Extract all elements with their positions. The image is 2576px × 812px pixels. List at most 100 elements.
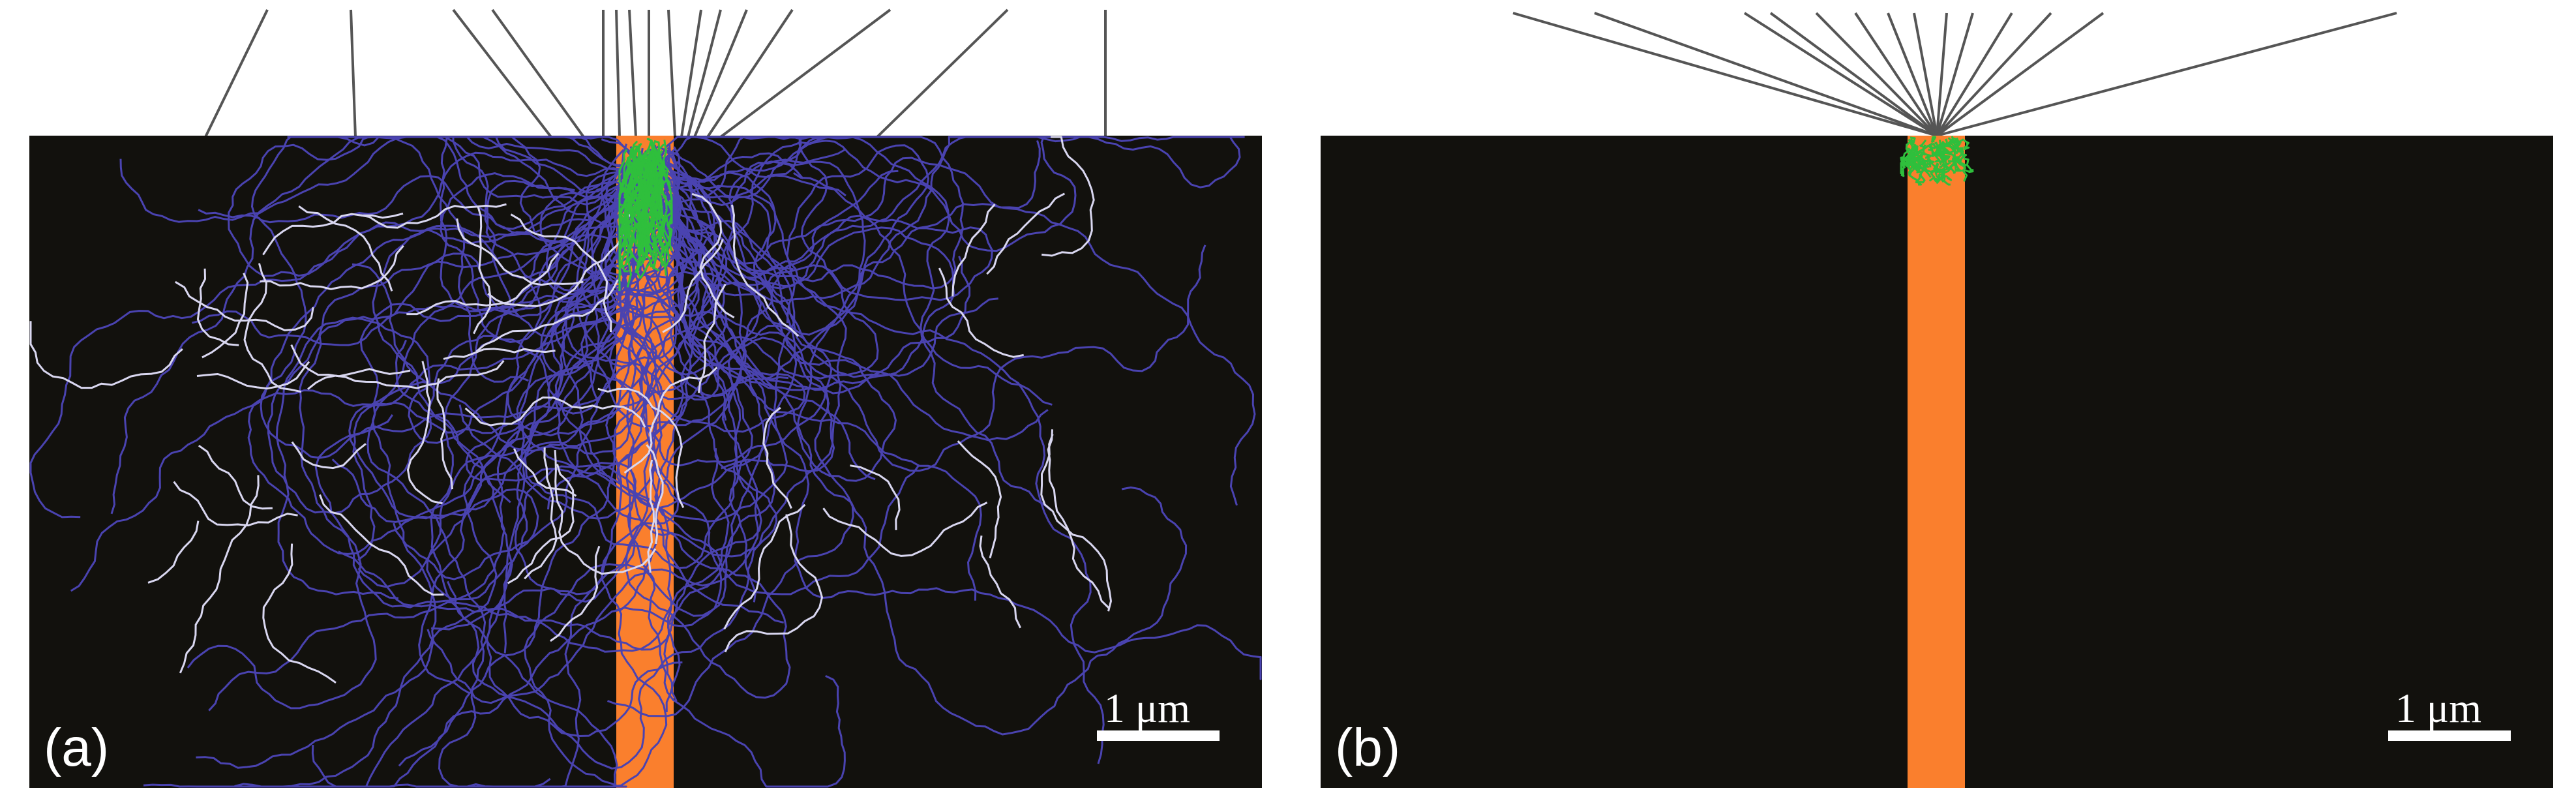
secondary-track — [957, 440, 1002, 559]
core-track — [1959, 153, 1968, 182]
core-track — [1947, 142, 1964, 159]
core-track — [632, 149, 650, 246]
secondary-track — [359, 203, 507, 229]
primary-track — [430, 160, 634, 788]
incident-beam — [491, 8, 585, 137]
secondary-track — [986, 192, 1066, 275]
primary-track — [665, 144, 929, 336]
core-track — [660, 160, 673, 252]
scalebar-b — [2388, 730, 2511, 741]
primary-track — [447, 154, 847, 770]
incident-beam — [1887, 12, 1938, 136]
primary-track — [650, 172, 993, 301]
secondary-track — [198, 444, 273, 510]
incident-beam — [1936, 12, 1974, 136]
secondary-track — [196, 361, 310, 390]
core-track — [638, 150, 658, 229]
incident-beam — [719, 8, 891, 137]
core-track — [1900, 149, 1912, 168]
electron-trajectories-a — [29, 136, 1262, 788]
incident-beam — [1936, 12, 1948, 136]
secondary-track — [698, 283, 726, 393]
incident-beam — [706, 8, 794, 137]
incident-beam — [876, 8, 1009, 137]
secondary-track — [550, 545, 601, 642]
primary-track — [228, 136, 667, 383]
incident-beam — [452, 8, 552, 137]
incident-beam — [628, 9, 637, 137]
core-track — [630, 161, 653, 256]
incident-beam — [204, 9, 269, 137]
primary-track — [110, 136, 651, 515]
primary-track — [260, 178, 659, 459]
primary-track — [607, 188, 854, 717]
primary-track — [636, 181, 1188, 736]
primary-track — [637, 136, 1245, 279]
secondary-track — [730, 204, 800, 337]
secondary-track — [1041, 136, 1095, 257]
incident-beam — [1512, 12, 1938, 137]
secondary-track — [979, 535, 1022, 629]
core-track — [1922, 156, 1932, 178]
secondary-track — [951, 203, 996, 297]
scalebar-label-b: 1 μm — [2395, 685, 2481, 731]
primary-track — [287, 136, 665, 230]
secondary-track — [597, 387, 685, 508]
primary-track — [29, 190, 650, 519]
secondary-track — [510, 213, 612, 333]
primary-track — [143, 174, 666, 788]
primary-track — [514, 149, 785, 624]
secondary-track — [554, 450, 657, 575]
core-track — [618, 149, 629, 267]
core-track — [655, 162, 669, 254]
incident-beam — [1913, 12, 1938, 136]
incident-beam — [615, 9, 621, 137]
primary-track — [524, 162, 741, 569]
secondary-track — [319, 494, 444, 596]
primary-track — [657, 164, 971, 395]
incident-beam — [1936, 12, 2013, 137]
incident-beam — [667, 9, 676, 137]
secondary-track — [507, 464, 575, 584]
incident-beam — [350, 9, 357, 137]
primary-track — [554, 188, 723, 627]
incident-beam — [693, 9, 748, 137]
panel-label-a: (a) — [44, 718, 110, 777]
core-track — [1926, 143, 1944, 159]
core-track — [631, 140, 655, 248]
core-track — [1939, 158, 1947, 168]
secondary-track — [822, 502, 988, 557]
secondary-track — [29, 321, 183, 389]
primary-track — [659, 153, 1105, 764]
primary-track — [431, 188, 747, 631]
secondary-track — [513, 448, 577, 497]
primary-track — [352, 153, 728, 452]
incident-beam — [1815, 12, 1938, 137]
primary-track — [426, 172, 645, 601]
primary-track — [393, 185, 663, 580]
primary-track — [664, 157, 1256, 506]
secondary-track — [243, 263, 302, 393]
core-track — [1963, 140, 1970, 151]
core-track — [618, 157, 637, 273]
core-track — [1953, 140, 1964, 152]
primary-track — [643, 158, 777, 603]
secondary-track — [260, 245, 404, 290]
incident-beam — [1743, 12, 1938, 137]
secondary-track — [691, 192, 735, 319]
secondary-track — [647, 459, 655, 573]
secondary-track — [646, 444, 664, 545]
secondary-track — [724, 514, 823, 653]
primary-track — [607, 136, 1241, 303]
core-track — [618, 147, 635, 241]
core-track — [1908, 138, 1920, 153]
secondary-track — [202, 273, 249, 359]
primary-track — [650, 173, 766, 702]
core-track — [1908, 166, 1923, 186]
primary-track — [192, 147, 681, 346]
incident-beam — [1936, 12, 2104, 137]
incident-beams-b — [1512, 12, 2397, 137]
secondary-track — [436, 378, 453, 490]
secondary-track — [290, 344, 411, 378]
primary-track — [465, 189, 709, 482]
